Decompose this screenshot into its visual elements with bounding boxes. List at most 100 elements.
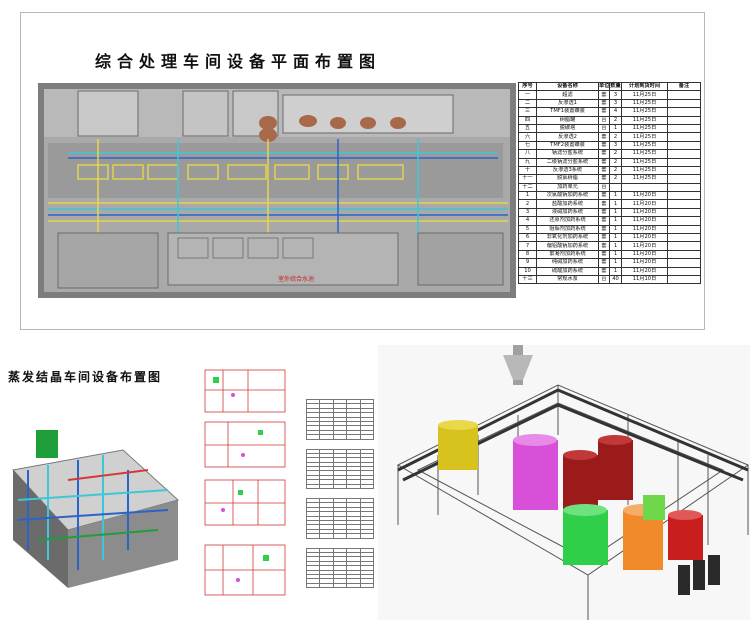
- cell-qty: 1: [609, 191, 622, 201]
- cell-arrival: 11月20日: [621, 199, 668, 209]
- cell-unit: 台: [598, 274, 610, 285]
- room-repair: [182, 90, 229, 137]
- cell-arrival: 11月25日: [621, 98, 668, 109]
- workshop-3d-plan: 室外综合水池: [38, 83, 516, 298]
- cell-index: 10: [518, 266, 537, 277]
- cell-index: 十一: [518, 174, 537, 184]
- cell-arrival: 11月25日: [621, 165, 668, 176]
- cell-name: 脱碳塔: [536, 123, 599, 134]
- cell-unit: 套: [598, 174, 610, 184]
- west-room: [57, 232, 159, 289]
- cell-remark: [667, 207, 701, 218]
- cell-index: 十二: [518, 182, 537, 193]
- cell-name: 脱氯树脂: [536, 174, 599, 184]
- cell-index: 一: [518, 90, 537, 100]
- cell-unit: 套: [598, 149, 610, 159]
- cell-index: 十三: [518, 274, 537, 285]
- cell-remark: [667, 191, 701, 201]
- cell-remark: [667, 107, 701, 117]
- cell-qty: 1: [609, 216, 622, 226]
- cell-remark: [667, 132, 701, 142]
- cell-name: 反渗透3系统: [536, 165, 599, 176]
- east-room: [417, 232, 504, 286]
- cell-index: 三: [518, 107, 537, 117]
- cell-name: 絮凝剂加药系统: [536, 249, 599, 260]
- skid-labels: [77, 164, 404, 180]
- header-name: 设备名称: [536, 81, 599, 92]
- cell-remark: [667, 249, 701, 260]
- header-index: 序号: [518, 81, 537, 92]
- tank-yellow: [438, 420, 478, 470]
- cell-remark: [667, 216, 701, 226]
- cell-name: 硫酸加药系统: [536, 266, 599, 277]
- cell-qty: 3: [609, 140, 622, 151]
- header-arrival: 计划到货时间: [621, 81, 668, 92]
- schedule-header-row: 序号 设备名称 单位 数量 计划到货时间 备注: [518, 81, 701, 92]
- cell-arrival: 11月20日: [621, 233, 668, 243]
- cell-qty: 3: [609, 98, 622, 109]
- cell-unit: 台: [598, 123, 610, 134]
- floor-plan-2: [204, 421, 286, 468]
- cell-remark: [667, 274, 701, 285]
- plan-title: 综合处理车间设备平面布置图: [95, 52, 382, 71]
- cell-name: 常规水泵: [536, 274, 599, 285]
- cell-qty: 1: [609, 258, 622, 268]
- cell-remark: [667, 266, 701, 277]
- cell-name: 偏铝酸钠加药系统: [536, 241, 599, 251]
- cell-arrival: 11月10日: [621, 274, 668, 285]
- cell-unit: 套: [598, 157, 610, 167]
- cell-remark: [667, 157, 701, 167]
- cell-qty: 2: [609, 165, 622, 176]
- cell-qty: 1: [609, 241, 622, 251]
- cell-index: 十: [518, 165, 537, 176]
- tank-farm-render: [378, 345, 750, 620]
- cell-unit: 套: [598, 241, 610, 251]
- cell-arrival: 11月20日: [621, 266, 668, 277]
- cell-remark: [667, 258, 701, 268]
- cell-arrival: 11月20日: [621, 241, 668, 251]
- cell-remark: [667, 233, 701, 243]
- cell-unit: 套: [598, 132, 610, 142]
- floor-plan-1: [204, 369, 286, 413]
- cell-name: 次氯酸钠加药系统: [536, 191, 599, 201]
- cell-remark: [667, 115, 701, 125]
- cell-qty: 1: [609, 123, 622, 134]
- cell-name: TMF1装置蝶装: [536, 107, 599, 117]
- cell-remark: [667, 90, 701, 100]
- evap-pipes: [17, 455, 169, 570]
- cell-arrival: 11月25日: [621, 107, 668, 117]
- cell-arrival: 11月20日: [621, 258, 668, 268]
- cell-remark: [667, 224, 701, 235]
- cell-index: 1: [518, 191, 537, 201]
- cell-arrival: 11月25日: [621, 174, 668, 184]
- cell-name: 盐酸加药系统: [536, 199, 599, 209]
- cell-arrival: 11月20日: [621, 207, 668, 218]
- cell-name: 二级钠滤分盐系统: [536, 157, 599, 167]
- cell-qty: 1: [609, 224, 622, 235]
- cell-arrival: 11月25日: [621, 90, 668, 100]
- pipe-rack: [48, 139, 508, 243]
- mini-schedule-table: [305, 497, 375, 539]
- cell-unit: 套: [598, 191, 610, 201]
- cell-name: 阻垢剂加药系统: [536, 224, 599, 235]
- cell-remark: [667, 149, 701, 159]
- cell-qty: 1: [609, 249, 622, 260]
- cell-remark: [667, 165, 701, 176]
- cell-qty: 1: [609, 266, 622, 277]
- cell-index: 九: [518, 157, 537, 167]
- cell-arrival: 11月25日: [621, 123, 668, 134]
- cell-arrival: 11月25日: [621, 157, 668, 167]
- cell-unit: 套: [598, 199, 610, 209]
